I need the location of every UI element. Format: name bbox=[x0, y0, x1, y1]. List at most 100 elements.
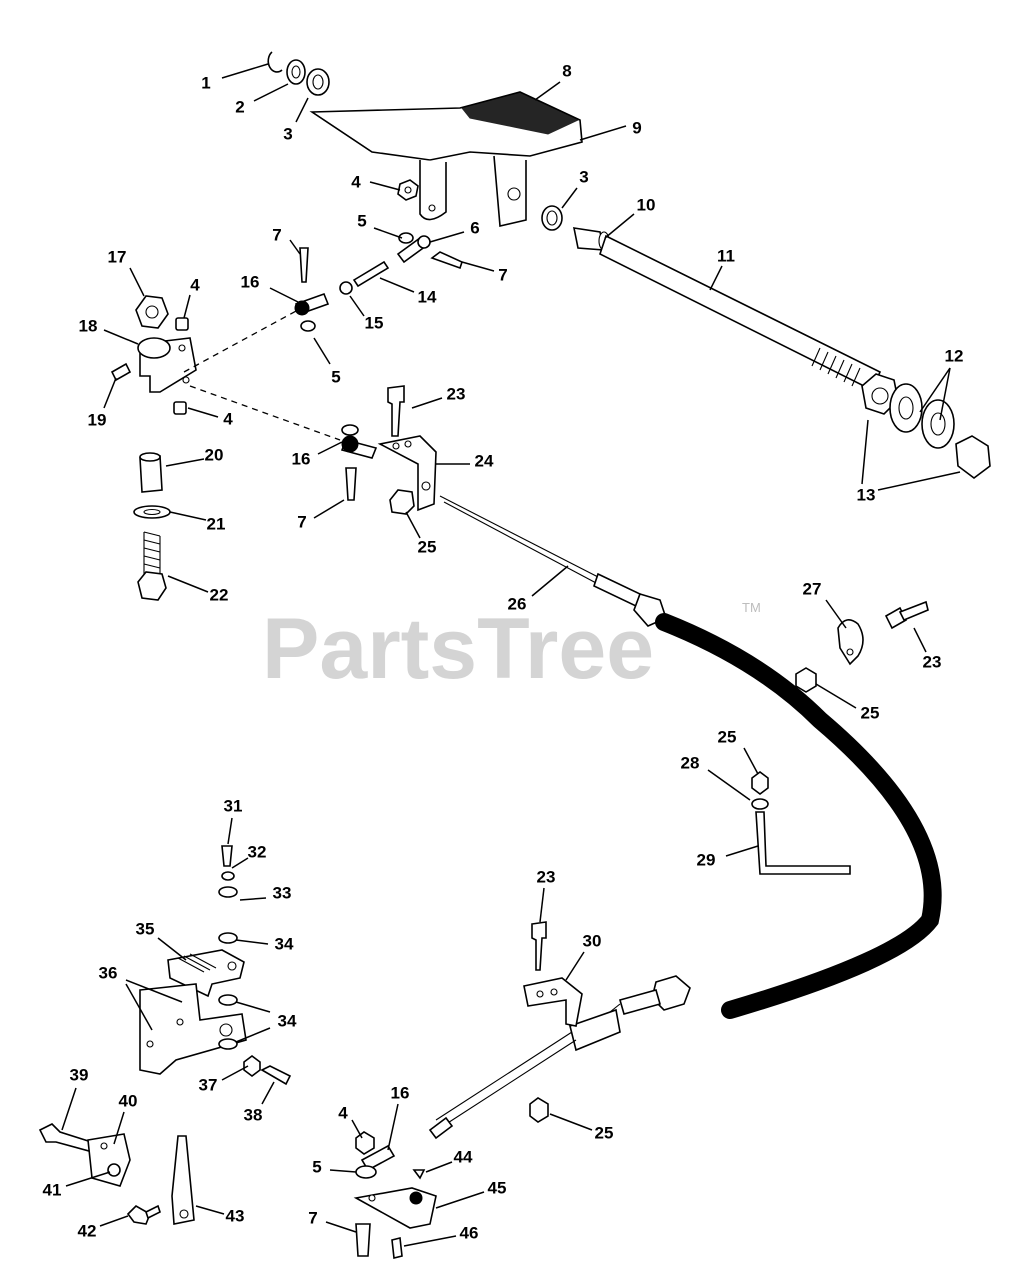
leader-line bbox=[125, 979, 183, 1003]
leader-line bbox=[707, 769, 751, 801]
callout-c34b: 34 bbox=[235, 1001, 297, 1043]
callout-c9: 9 bbox=[579, 118, 642, 141]
leader-line bbox=[565, 951, 585, 981]
callout-number: 45 bbox=[488, 1178, 507, 1197]
callout-c22: 22 bbox=[167, 575, 229, 604]
callout-number: 25 bbox=[718, 727, 737, 746]
callout-c7a: 7 bbox=[272, 225, 301, 255]
part-7-bolt-c bbox=[345, 467, 357, 501]
callout-c3b: 3 bbox=[561, 167, 589, 209]
leader-line bbox=[725, 845, 759, 857]
leader-line bbox=[913, 627, 927, 653]
callout-number: 29 bbox=[697, 850, 716, 869]
callout-number: 43 bbox=[226, 1206, 245, 1225]
callout-number: 44 bbox=[454, 1147, 473, 1166]
part-7-bolt-a bbox=[299, 247, 309, 283]
leader-line bbox=[235, 1001, 271, 1013]
leader-line bbox=[815, 683, 857, 709]
part-8-pedal-pad bbox=[461, 91, 580, 135]
callout-c14: 14 bbox=[379, 277, 437, 306]
callout-number: 40 bbox=[119, 1091, 138, 1110]
callout-number: 7 bbox=[308, 1208, 317, 1227]
leader-line bbox=[113, 1111, 125, 1145]
leader-line bbox=[187, 407, 219, 418]
callout-c1: 1 bbox=[201, 63, 269, 92]
callout-c34a: 34 bbox=[235, 934, 294, 953]
callout-number: 2 bbox=[235, 97, 244, 116]
callout-number: 26 bbox=[508, 594, 527, 613]
part-14-threaded-rod bbox=[352, 260, 390, 288]
part-25-nut-d bbox=[529, 1097, 549, 1123]
callout-c2: 2 bbox=[235, 83, 289, 116]
callout-number: 10 bbox=[637, 195, 656, 214]
leader-line bbox=[295, 97, 309, 123]
part-36-mount-bracket bbox=[139, 983, 247, 1075]
leader-line bbox=[317, 441, 343, 455]
callout-c18: 18 bbox=[79, 316, 139, 345]
part-34-washer-a bbox=[218, 932, 238, 944]
callout-c42: 42 bbox=[78, 1215, 129, 1240]
leader-line bbox=[561, 187, 578, 209]
callout-c25b: 25 bbox=[815, 683, 880, 722]
part-4-nut-d bbox=[355, 1131, 375, 1155]
callout-c28: 28 bbox=[681, 753, 751, 801]
leader-line bbox=[369, 181, 401, 191]
callout-number: 5 bbox=[331, 367, 340, 386]
leader-line bbox=[429, 231, 465, 243]
dashed-linkage-line bbox=[183, 309, 341, 441]
callout-number: 8 bbox=[562, 61, 571, 80]
part-31-bolt bbox=[221, 845, 233, 867]
cable-assembly bbox=[428, 495, 942, 1140]
callout-number: 20 bbox=[205, 445, 224, 464]
callout-number: 16 bbox=[391, 1083, 410, 1102]
callout-c3a: 3 bbox=[283, 97, 309, 143]
part-5-washer-d bbox=[355, 1165, 377, 1179]
part-29-rod bbox=[755, 811, 851, 875]
part-19-fitting bbox=[110, 362, 132, 382]
callout-c43: 43 bbox=[195, 1205, 245, 1225]
leader-line bbox=[825, 599, 847, 629]
callout-c10: 10 bbox=[604, 195, 656, 239]
part-44-pin bbox=[412, 1169, 426, 1180]
callout-c25d: 25 bbox=[549, 1113, 613, 1142]
leader-line bbox=[325, 1221, 357, 1233]
callout-number: 25 bbox=[418, 537, 437, 556]
leader-line bbox=[235, 939, 269, 945]
callout-c46: 46 bbox=[403, 1223, 478, 1247]
part-25-nut-c bbox=[751, 771, 769, 795]
callout-number: 36 bbox=[99, 963, 118, 982]
leader-line bbox=[349, 295, 365, 317]
leader-line bbox=[351, 1119, 363, 1139]
callout-number: 21 bbox=[207, 514, 226, 533]
callout-number: 3 bbox=[579, 167, 588, 186]
callout-c30: 30 bbox=[565, 931, 601, 981]
callout-c23b: 23 bbox=[913, 627, 941, 671]
callout-c8: 8 bbox=[534, 61, 572, 101]
leader-line bbox=[231, 857, 249, 869]
leader-line bbox=[604, 213, 635, 239]
leader-line bbox=[919, 367, 951, 413]
leader-line bbox=[289, 239, 301, 255]
callout-number: 9 bbox=[632, 118, 641, 137]
part-30-bracket bbox=[523, 977, 583, 1027]
part-5-washer bbox=[398, 232, 414, 244]
callout-number: 25 bbox=[861, 703, 880, 722]
callout-number: 28 bbox=[681, 753, 700, 772]
leader-line bbox=[534, 81, 561, 101]
part-40-plate bbox=[87, 1133, 131, 1187]
part-15-nut bbox=[339, 281, 353, 295]
callout-c16c: 16 bbox=[387, 1083, 410, 1151]
callout-c5b: 5 bbox=[313, 337, 341, 386]
callout-number: 42 bbox=[78, 1221, 97, 1240]
leader-line bbox=[65, 1171, 111, 1187]
callout-number: 15 bbox=[365, 313, 384, 332]
part-43-bracket bbox=[171, 1135, 195, 1225]
callout-c5a: 5 bbox=[357, 211, 403, 239]
callout-number: 22 bbox=[210, 585, 229, 604]
part-27-clamp bbox=[837, 619, 864, 666]
callout-number: 6 bbox=[470, 218, 479, 237]
leader-line bbox=[411, 397, 443, 409]
part-23-bolt bbox=[387, 385, 405, 437]
leader-line bbox=[405, 511, 421, 539]
